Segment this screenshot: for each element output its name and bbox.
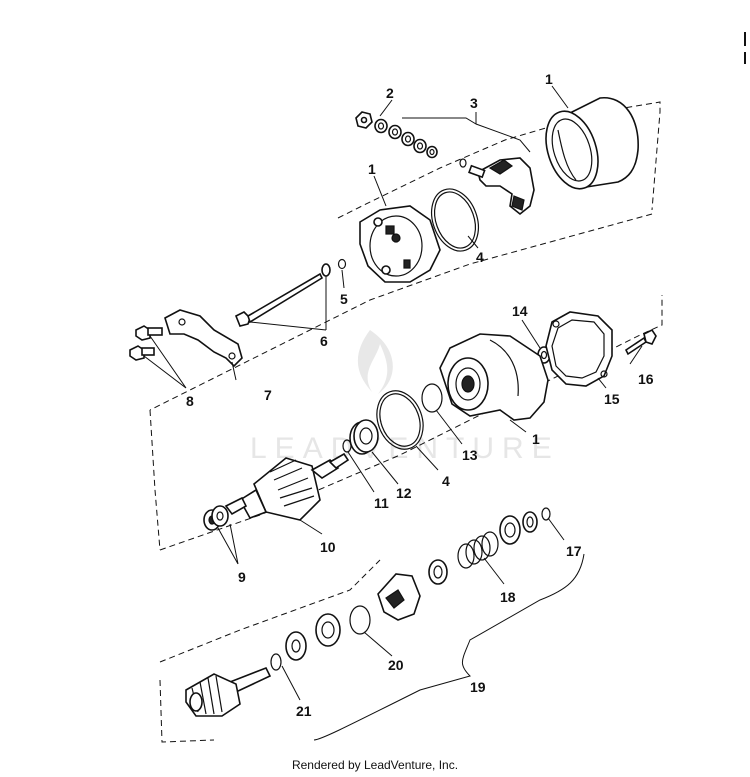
part-21-pinion-shaft <box>185 653 282 717</box>
part-8-bolts <box>129 325 163 361</box>
label-18: 18 <box>500 589 516 605</box>
leader-lines <box>143 85 643 741</box>
part-4-o-ring <box>431 188 479 252</box>
label-11: 11 <box>374 495 389 511</box>
part-10-armature <box>224 452 350 521</box>
label-5: 5 <box>340 291 348 307</box>
label-17: 17 <box>566 543 582 559</box>
label-4-lower: 4 <box>442 473 450 489</box>
label-1-housing: 1 <box>532 431 540 447</box>
label-16: 16 <box>638 371 654 387</box>
part-labels: 1 2 3 1 4 5 6 7 8 14 16 15 1 13 4 12 11 … <box>186 71 654 719</box>
label-8: 8 <box>186 393 194 409</box>
part-19-clutch-gear <box>285 573 421 661</box>
label-9: 9 <box>238 569 246 585</box>
part-13-o-ring <box>421 383 443 413</box>
watermark-text: LEADVENTURE <box>250 432 560 465</box>
footer-credit: Rendered by LeadVenture, Inc. <box>291 758 459 772</box>
label-2: 2 <box>386 85 394 101</box>
page-edge-mark <box>744 32 746 46</box>
part-18-spring <box>428 531 499 585</box>
part-6-through-bolt <box>234 263 331 327</box>
part-5-ring <box>337 258 347 270</box>
label-4: 4 <box>476 249 484 265</box>
part-20-snap-ring <box>349 605 371 635</box>
part-3-brush-holder <box>459 157 535 216</box>
part-15-gasket <box>545 311 613 387</box>
label-19: 19 <box>470 679 486 695</box>
label-6: 6 <box>320 333 328 349</box>
part-4-o-ring-lower <box>376 390 424 450</box>
label-1: 1 <box>545 71 553 87</box>
part-11-washer <box>342 439 352 453</box>
part-1-yoke-housing <box>545 97 639 190</box>
part-12-bearing <box>349 419 379 455</box>
part-1-end-cover <box>359 205 441 283</box>
part-1-front-housing <box>439 333 549 421</box>
label-3: 3 <box>470 95 478 111</box>
page-edge-mark <box>744 52 746 64</box>
label-14: 14 <box>512 303 528 319</box>
part-16-bolt <box>624 328 657 356</box>
label-10: 10 <box>320 539 336 555</box>
part-17-collar-and-clip <box>499 507 551 545</box>
part-7-bracket <box>164 309 243 368</box>
assembly-boundaries <box>149 101 663 743</box>
label-15: 15 <box>604 391 620 407</box>
label-7: 7 <box>264 387 272 403</box>
part-9-brushes <box>203 505 229 531</box>
label-13: 13 <box>462 447 478 463</box>
label-21: 21 <box>296 703 312 719</box>
label-1-cover: 1 <box>368 161 376 177</box>
part-3-washer-stack <box>355 111 438 159</box>
label-20: 20 <box>388 657 404 673</box>
label-12: 12 <box>396 485 412 501</box>
